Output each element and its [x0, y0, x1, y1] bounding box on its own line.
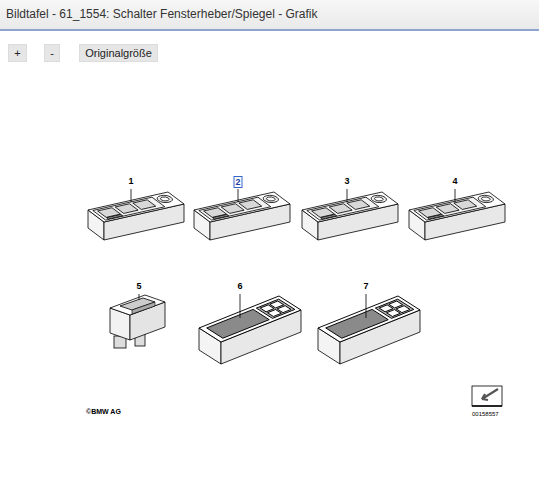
toolbar-button: Originalgröße — [79, 44, 158, 62]
copyright-note: ©BMW AG — [86, 408, 121, 415]
callout-number: 7 — [362, 281, 369, 291]
toolbar-button: + — [8, 44, 27, 62]
button-label: + — [9, 45, 26, 61]
button-label: Originalgröße — [80, 45, 157, 61]
toolbar-button: - — [44, 44, 60, 62]
page-title: Bildtafel - 61_1554: Schalter Fensterheb… — [6, 7, 318, 21]
callout-number: 4 — [451, 176, 458, 186]
callout-number: 3 — [343, 176, 350, 186]
callout-number: 1 — [127, 176, 134, 186]
image-number: 00158557 — [472, 411, 499, 417]
view-icon — [472, 386, 502, 406]
header-bar: Bildtafel - 61_1554: Schalter Fensterheb… — [0, 0, 539, 31]
callout-number: 5 — [135, 281, 142, 291]
callout-number: 6 — [236, 281, 243, 291]
callout-number: 2 — [233, 176, 242, 188]
button-label: - — [45, 45, 59, 61]
